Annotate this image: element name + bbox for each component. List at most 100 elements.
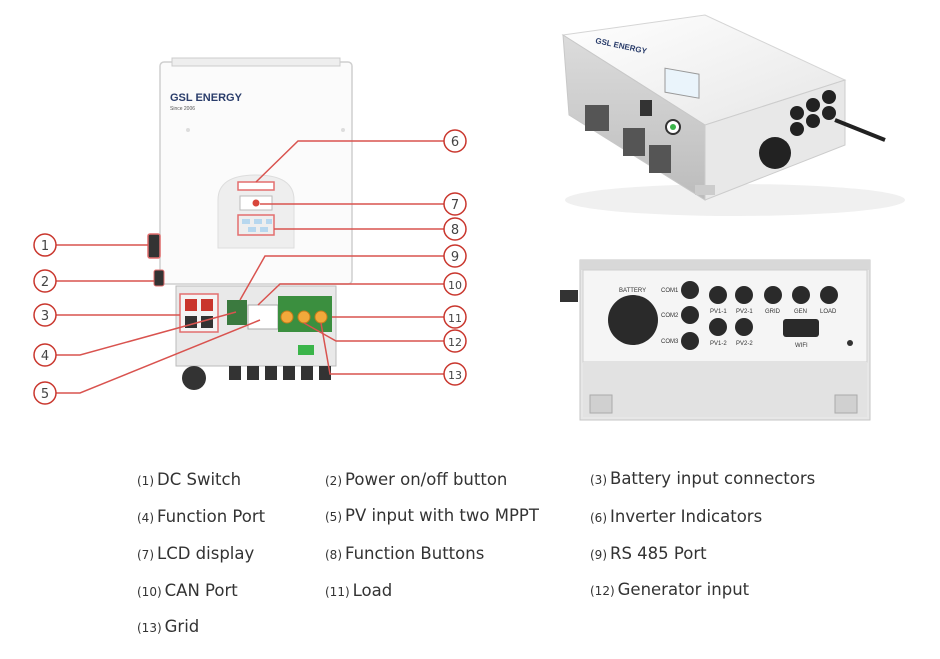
- pv11-label: PV1-1: [710, 309, 727, 315]
- inverter-front-diagram: GSL ENERGY Since 2006: [33, 57, 467, 405]
- iso-switch: [640, 100, 652, 116]
- legend-item: (12)Generator input: [590, 580, 749, 599]
- callout-7-label: 7: [451, 198, 459, 213]
- dc-switch: [147, 233, 161, 259]
- battery-label: BATTERY: [619, 288, 646, 294]
- pv12-port: [709, 318, 727, 336]
- legend-number: (9): [590, 548, 607, 562]
- legend-number: (1): [137, 474, 154, 488]
- gland-2: [247, 366, 259, 380]
- iso-lcd: [664, 67, 700, 99]
- legend-number: (12): [590, 584, 615, 598]
- legend-number: (6): [590, 511, 607, 525]
- legend-number: (2): [325, 474, 342, 488]
- callout-5-label: 5: [41, 387, 49, 402]
- legend-item: (1)DC Switch: [137, 470, 241, 489]
- legend-text: Function Buttons: [345, 544, 485, 563]
- callout-11-label: 11: [448, 312, 462, 325]
- legend-item: (8)Function Buttons: [325, 544, 484, 563]
- callout-13: [443, 362, 467, 386]
- legend-number: (10): [137, 585, 162, 599]
- load-label: LOAD: [820, 309, 837, 315]
- inverter-indicators: [237, 181, 275, 191]
- function-port: [227, 300, 247, 325]
- gland-1: [229, 366, 241, 380]
- load-port: [820, 286, 838, 304]
- grid-terminal: [314, 310, 328, 324]
- legend-item: (6)Inverter Indicators: [590, 507, 762, 526]
- legend-number: (13): [137, 621, 162, 635]
- inverter-isometric-image: GSL ENERGY: [561, 14, 905, 216]
- legend-text: Generator input: [617, 580, 750, 599]
- legend-item: (3)Battery input connectors: [590, 469, 815, 488]
- callout-7: [443, 192, 467, 216]
- callout-9-label: 9: [451, 250, 459, 265]
- legend-text: Inverter Indicators: [610, 507, 763, 526]
- iso-fan-2: [623, 128, 645, 156]
- pv12-label: PV1-2: [710, 341, 727, 347]
- callout-6-label: 6: [451, 135, 459, 150]
- iso-fan-1: [585, 105, 609, 131]
- callout-3-label: 3: [41, 309, 49, 324]
- legend-item: (9)RS 485 Port: [590, 544, 707, 563]
- function-buttons: [237, 214, 275, 236]
- indicator-led: [252, 199, 260, 207]
- callout-5: [33, 381, 57, 405]
- legend-item: (2)Power on/off button: [325, 470, 507, 489]
- legend-item: (4)Function Port: [137, 507, 265, 526]
- legend: (1)DC Switch (2)Power on/off button (3)B…: [0, 460, 940, 650]
- legend-text: CAN Port: [164, 581, 238, 600]
- pv11-port: [709, 286, 727, 304]
- gland-3: [265, 366, 277, 380]
- grid-port: [764, 286, 782, 304]
- legend-number: (3): [590, 473, 607, 487]
- legend-number: (11): [325, 585, 350, 599]
- battery-port: [608, 295, 658, 345]
- legend-item: (11)Load: [325, 581, 392, 600]
- wifi-port: [783, 319, 819, 337]
- callout-12-label: 12: [448, 336, 462, 349]
- callout-13-label: 13: [448, 369, 462, 382]
- legend-text: Load: [352, 581, 393, 600]
- pv22-label: PV2-2: [736, 341, 753, 347]
- callout-4: [33, 343, 57, 367]
- legend-number: (5): [325, 510, 342, 524]
- legend-text: DC Switch: [157, 470, 242, 489]
- legend-text: LCD display: [157, 544, 255, 563]
- callout-2-label: 2: [41, 275, 49, 290]
- callout-4-label: 4: [41, 349, 49, 364]
- legend-item: (5)PV input with two MPPT: [325, 506, 539, 525]
- callout-10: [443, 272, 467, 296]
- gland-4: [283, 366, 295, 380]
- gen-label: GEN: [794, 309, 807, 315]
- legend-number: (4): [137, 511, 154, 525]
- callout-1-label: 1: [41, 239, 49, 254]
- iso-fan-3: [649, 145, 671, 173]
- brand-tagline: Since 2006: [170, 106, 195, 112]
- power-button: [153, 269, 165, 287]
- gland-6: [319, 366, 331, 380]
- grid-label: GRID: [765, 309, 781, 315]
- callout-9: [443, 244, 467, 268]
- inverter-top-bracket: [171, 57, 341, 67]
- iso-battery-gland: [759, 137, 791, 169]
- callout-8-label: 8: [451, 223, 459, 238]
- pv22-port: [735, 318, 753, 336]
- com2-label: COM2: [661, 313, 679, 319]
- callout-2: [33, 269, 57, 293]
- legend-item: (13)Grid: [137, 617, 199, 636]
- inverter-bottom-connectors-image: BATTERY COM1 COM2 COM3 PV1-1 PV2-1 PV1-2…: [560, 259, 871, 421]
- load-terminal: [280, 310, 294, 324]
- gland-5: [301, 366, 313, 380]
- legend-number: (7): [137, 548, 154, 562]
- brand-name: GSL ENERGY: [170, 92, 243, 104]
- legend-number: (8): [325, 548, 342, 562]
- callout-12: [443, 329, 467, 353]
- legend-text: Battery input connectors: [610, 469, 816, 488]
- com1-port: [681, 281, 699, 299]
- com2-port: [681, 306, 699, 324]
- legend-item: (10)CAN Port: [137, 581, 238, 600]
- com3-port: [681, 332, 699, 350]
- callout-3: [33, 303, 57, 327]
- battery-gland: [182, 366, 206, 390]
